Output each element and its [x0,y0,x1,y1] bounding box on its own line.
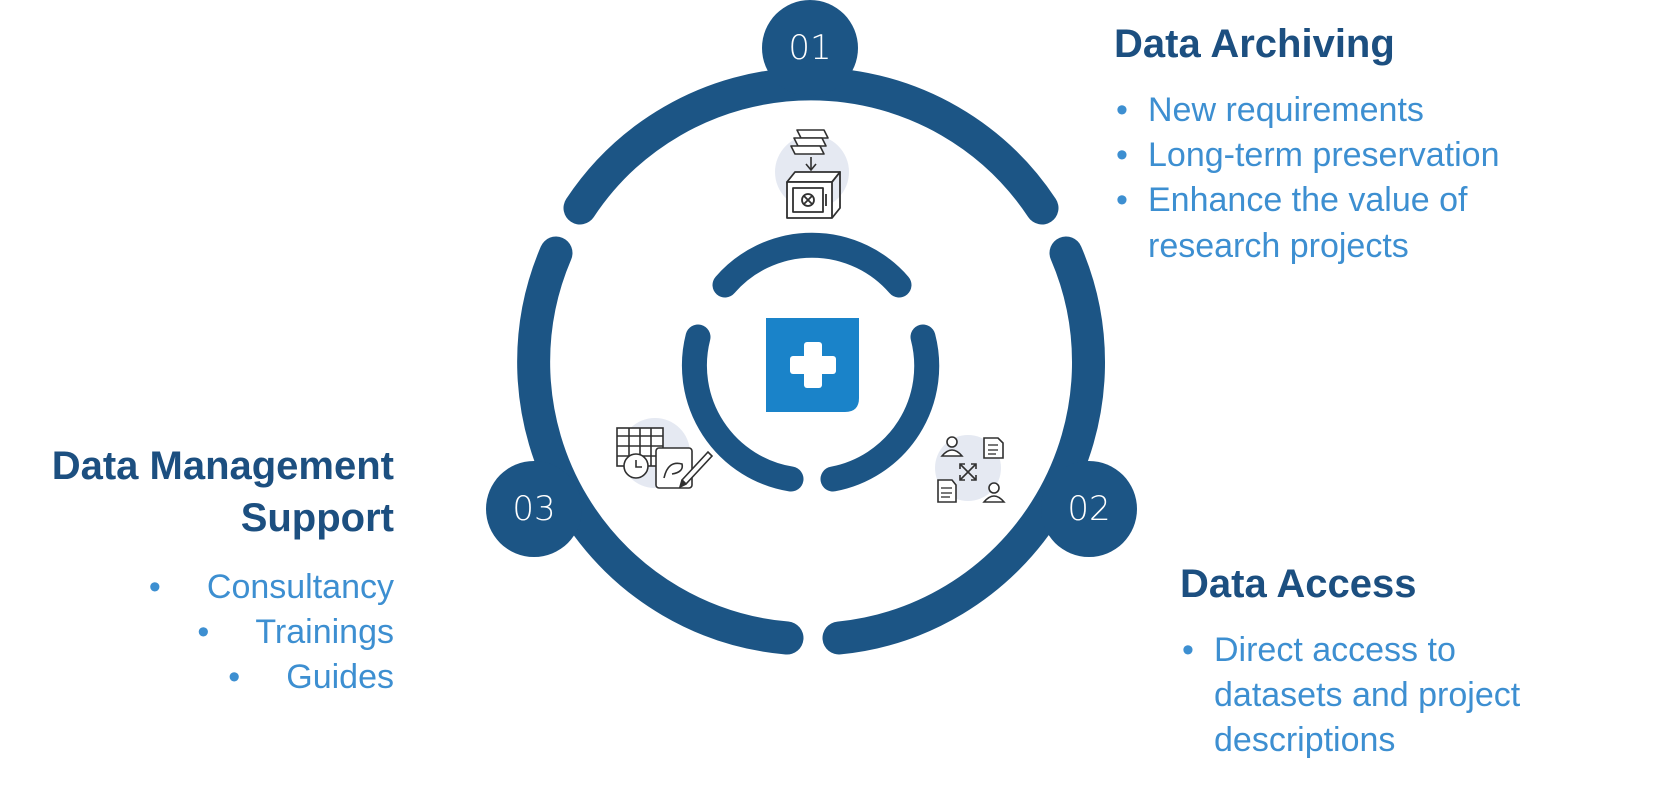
inner-arc-left [681,324,804,492]
archive-safe-icon [775,129,849,219]
bullet-item: New requirements [1116,88,1556,133]
planning-calendar-icon [616,418,714,489]
data-management-support-title: Data Management Support [4,440,394,544]
data-management-support-bullets: Consultancy Trainings Guides [74,565,394,701]
bullet-item: Direct access to datasets and project de… [1182,628,1562,764]
step-02-marker: 02 [1041,461,1137,557]
step-01-marker: 01 [762,0,858,96]
bullet-item: Consultancy [74,565,394,610]
data-access-title: Data Access [1180,562,1417,606]
bullet-item: Long-term preservation [1116,133,1556,178]
inner-arc-right [820,324,940,492]
data-access-bullets: Direct access to datasets and project de… [1182,628,1562,764]
bullet-item: Enhance the value of research projects [1116,178,1556,268]
data-exchange-icon [935,435,1006,503]
bullet-text: Trainings [255,613,394,652]
data-archiving-title: Data Archiving [1114,22,1395,66]
bullet-item: Guides [74,655,394,700]
step-02-number: 02 [1067,489,1110,529]
bullet-text: Guides [286,658,394,697]
data-archiving-bullets: New requirements Long-term preservation … [1116,88,1556,269]
step-03-marker: 03 [486,461,582,557]
bullet-item: Trainings [74,610,394,655]
step-01-number: 01 [788,28,831,68]
inner-arc-top [712,232,912,298]
step-03-number: 03 [512,489,555,529]
plus-cross-logo-icon [766,318,859,412]
bullet-text: Consultancy [206,568,394,606]
data-management-support-title-text: Data Management Support [51,444,394,540]
